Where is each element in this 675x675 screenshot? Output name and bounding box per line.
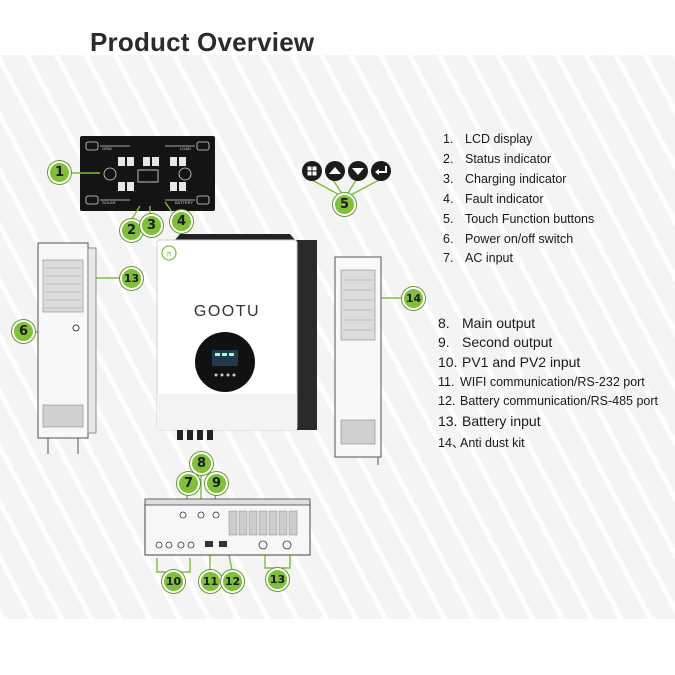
- arrow-down-icon: [348, 161, 368, 181]
- legend-item-8: 8.Main output: [438, 315, 535, 331]
- legend-item-9: 9.Second output: [438, 334, 552, 350]
- legend-item-7: 7.AC input: [443, 251, 513, 265]
- badge-3: 3: [140, 214, 163, 237]
- svg-text:π: π: [167, 251, 172, 258]
- badge-1: 1: [48, 161, 71, 184]
- badge-6: 6: [12, 320, 35, 343]
- badge-11: 11: [199, 570, 222, 593]
- badge-5: 5: [333, 193, 356, 216]
- badge-10: 10: [162, 570, 185, 593]
- arrow-up-icon: [325, 161, 345, 181]
- inverter-bottom-view: [141, 497, 316, 567]
- legend-item-10: 10.PV1 and PV2 input: [438, 354, 580, 370]
- badge-12: 12: [221, 570, 244, 593]
- inverter-front: π GOOTU: [155, 232, 325, 447]
- badge-13-bottom: 13: [266, 568, 289, 591]
- badge-8: 8: [190, 452, 213, 475]
- legend-item-2: 2.Status indicator: [443, 152, 551, 166]
- badge-14: 14: [402, 287, 425, 310]
- legend-item-1: 1.LCD display: [443, 132, 532, 146]
- badge-4: 4: [170, 210, 193, 233]
- right-side-view: [333, 255, 393, 465]
- badge-13-side: 13: [120, 267, 143, 290]
- legend-item-6: 6.Power on/off switch: [443, 232, 573, 246]
- legend-item-12: 12.Battery communication/RS-485 port: [438, 394, 658, 408]
- badge-7: 7: [177, 472, 200, 495]
- legend-item-4: 4.Fault indicator: [443, 192, 544, 206]
- touch-buttons: [300, 159, 396, 183]
- brand-logo: GOOTU: [194, 303, 260, 320]
- legend-item-5: 5.Touch Function buttons: [443, 212, 594, 226]
- legend-item-3: 3.Charging indicator: [443, 172, 566, 186]
- menu-icon: [302, 161, 322, 181]
- legend-item-11: 11.WIFI communication/RS-232 port: [438, 375, 645, 389]
- badge-9: 9: [205, 472, 228, 495]
- left-side-view: [33, 238, 101, 458]
- enter-icon: [371, 161, 391, 181]
- legend-item-14: 14、Anti dust kit: [438, 432, 525, 451]
- legend-item-13: 13.Battery input: [438, 413, 541, 429]
